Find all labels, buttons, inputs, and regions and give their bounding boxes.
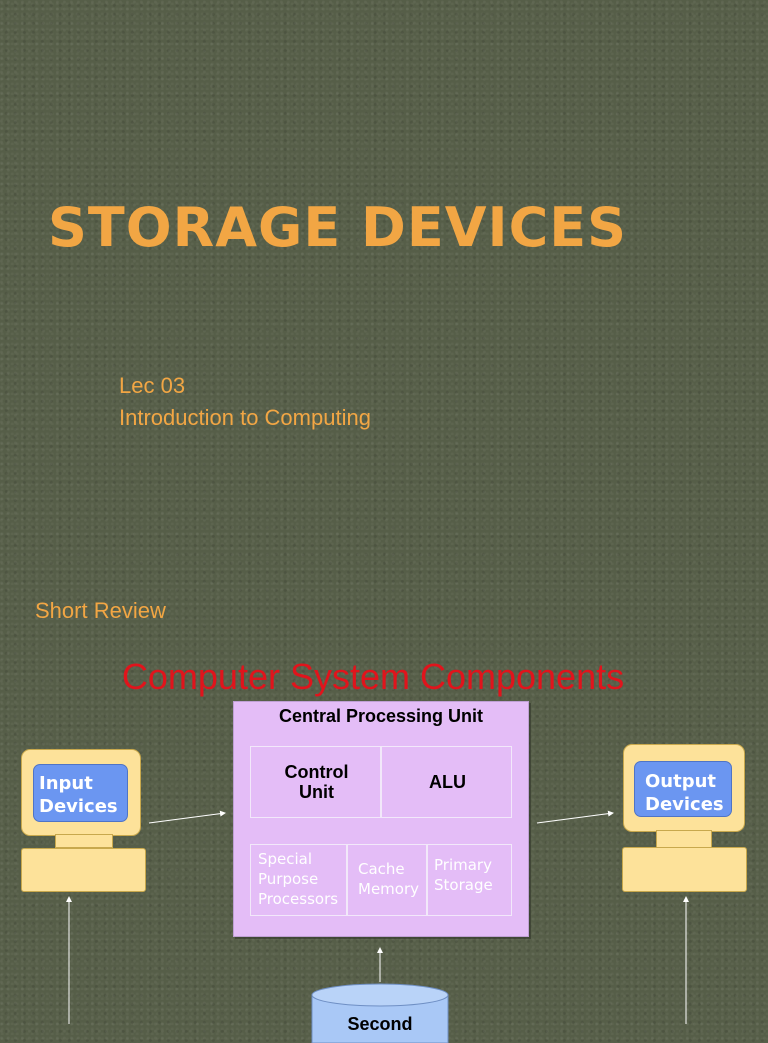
diagram-title: Computer System Components bbox=[121, 656, 625, 697]
control-unit-cell: Control Unit bbox=[250, 746, 381, 818]
primary-storage-cell: Primary Storage bbox=[427, 844, 512, 916]
review-heading: Short Review bbox=[35, 598, 166, 623]
cpu-block: Central Processing Unit Control Unit ALU… bbox=[233, 701, 529, 937]
input-computer-icon: Input Devices bbox=[21, 749, 141, 836]
slide-title: STORAGE DEVICES bbox=[48, 196, 628, 259]
special-purpose-cell: Special Purpose Processors bbox=[250, 844, 347, 916]
output-computer-base bbox=[622, 847, 747, 892]
cpu-to-output-arrow bbox=[536, 810, 614, 824]
output-computer-neck bbox=[656, 830, 712, 848]
input-devices-label: Input Devices bbox=[39, 773, 118, 817]
input-computer-base bbox=[21, 848, 146, 892]
output-screen: Output Devices bbox=[634, 761, 732, 817]
alu-label: ALU bbox=[429, 772, 466, 792]
primary-storage-label: Primary Storage bbox=[434, 856, 493, 894]
lecture-number: Lec 03 bbox=[119, 373, 186, 398]
course-name: Introduction to Computing bbox=[119, 405, 371, 430]
input-computer-neck bbox=[55, 834, 113, 848]
input-to-cpu-arrow bbox=[148, 810, 226, 824]
cache-memory-label: Cache Memory bbox=[358, 860, 420, 898]
output-devices-label: Output Devices bbox=[645, 771, 724, 815]
special-purpose-label: Special Purpose Processors bbox=[258, 850, 339, 908]
secondary-storage-label: Second bbox=[347, 1014, 413, 1034]
alu-cell: ALU bbox=[381, 746, 512, 818]
output-computer-icon: Output Devices bbox=[623, 744, 745, 832]
cpu-label: Central Processing Unit bbox=[278, 706, 484, 726]
input-screen: Input Devices bbox=[33, 764, 128, 822]
control-unit-label: Control Unit bbox=[284, 762, 349, 802]
cache-memory-cell: Cache Memory bbox=[347, 844, 427, 916]
